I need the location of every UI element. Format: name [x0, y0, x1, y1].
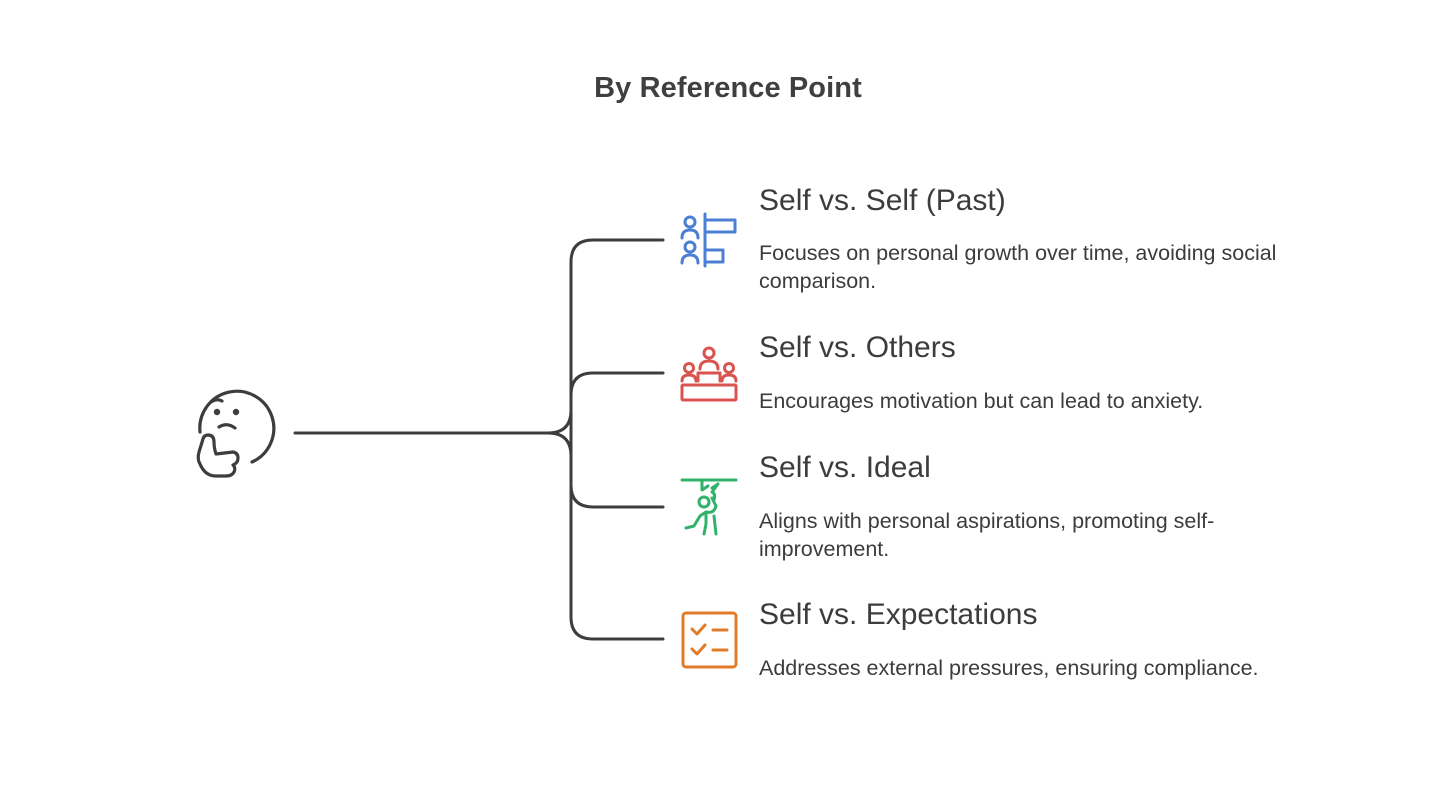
branch-line-4: [569, 615, 665, 641]
branch-description-1: Focuses on personal growth over time, av…: [759, 241, 1277, 293]
branch-description-4: Addresses external pressures, ensuring c…: [759, 656, 1259, 680]
thinking-face-icon: [196, 389, 276, 478]
branch-title-2: Self vs. Others: [759, 331, 956, 364]
branch-title-1: Self vs. Self (Past): [759, 184, 1006, 217]
branch-title-4: Self vs. Expectations: [759, 598, 1038, 631]
branch-title-3: Self vs. Ideal: [759, 451, 931, 484]
branch-line-3: [569, 483, 665, 509]
people-progress-bars-icon: [680, 212, 737, 268]
person-reaching-icon: [680, 478, 738, 536]
branch-description-3: Aligns with personal aspirations, promot…: [759, 509, 1215, 561]
podium-people-icon: [680, 346, 738, 402]
branch-line-1: [569, 238, 665, 264]
branch-line-2: [569, 371, 665, 397]
diagram-title: By Reference Point: [594, 72, 862, 104]
checklist-icon: [681, 611, 738, 669]
spine-join: [546, 408, 573, 458]
branch-description-2: Encourages motivation but can lead to an…: [759, 389, 1204, 413]
